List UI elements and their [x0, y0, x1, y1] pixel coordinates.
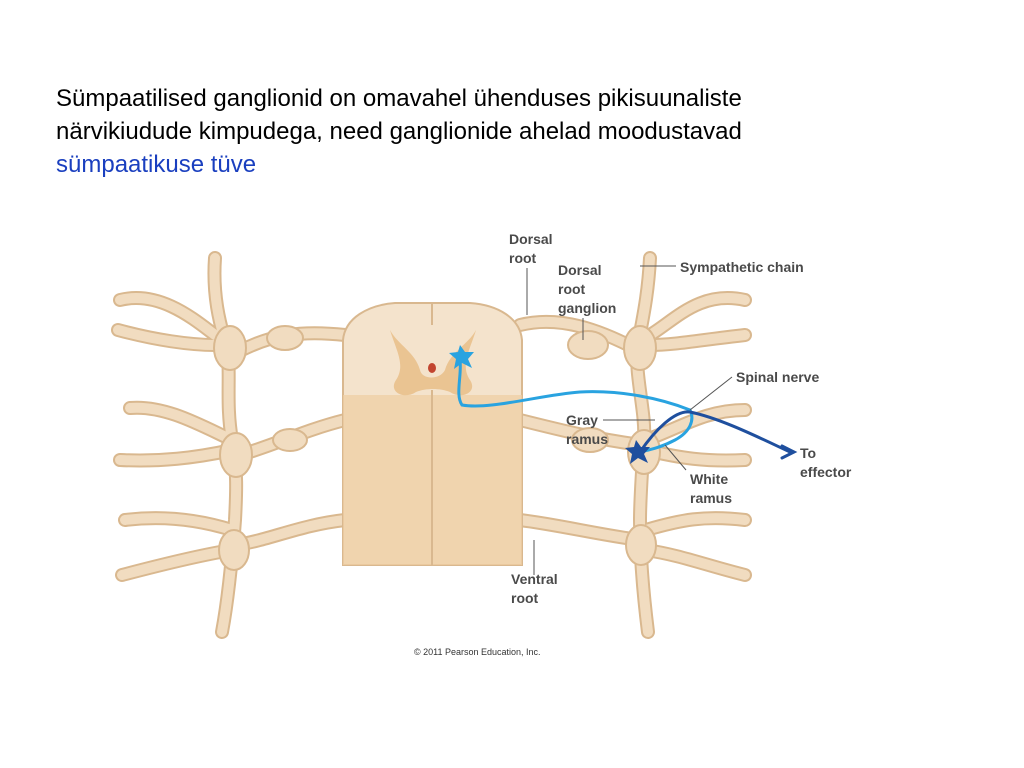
leader-lines [526, 265, 733, 575]
heading-highlight: sümpaatikuse tüve [56, 151, 257, 178]
preganglionic-neuron-body [449, 345, 474, 369]
label-ventral-root-1: Ventral [511, 571, 558, 587]
neuron-pathway [457, 358, 798, 460]
label-dorsal-root-1: Dorsal [509, 231, 553, 247]
label-white-ramus-2: ramus [690, 490, 732, 506]
postganglionic-neuron-body [625, 440, 650, 464]
label-drg-3: ganglion [558, 300, 616, 316]
label-drg-2: root [558, 281, 586, 297]
spinal-cord [342, 302, 523, 566]
label-to-effector-1: To [800, 445, 816, 461]
slide-heading: Sümpaatilised ganglionid on omavahel ühe… [56, 82, 976, 181]
heading-line-1: Sümpaatilised ganglionid on omavahel ühe… [56, 85, 742, 112]
label-dorsal-root-2: root [509, 250, 537, 266]
nerve-network [111, 251, 752, 639]
label-white-ramus-1: White [690, 471, 728, 487]
label-gray-ramus-2: ramus [566, 431, 608, 447]
copyright-credit: © 2011 Pearson Education, Inc. [414, 647, 541, 657]
heading-line-2: närvikiudude kimpudega, need ganglionide… [56, 118, 742, 145]
label-spinal-nerve: Spinal nerve [736, 369, 819, 385]
diagram-labels: Dorsal root Dorsal root ganglion Sympath… [414, 231, 852, 657]
label-to-effector-2: effector [800, 464, 852, 480]
label-sympathetic-chain: Sympathetic chain [680, 259, 804, 275]
label-ventral-root-2: root [511, 590, 539, 606]
label-drg-1: Dorsal [558, 262, 602, 278]
label-gray-ramus-1: Gray [566, 412, 598, 428]
